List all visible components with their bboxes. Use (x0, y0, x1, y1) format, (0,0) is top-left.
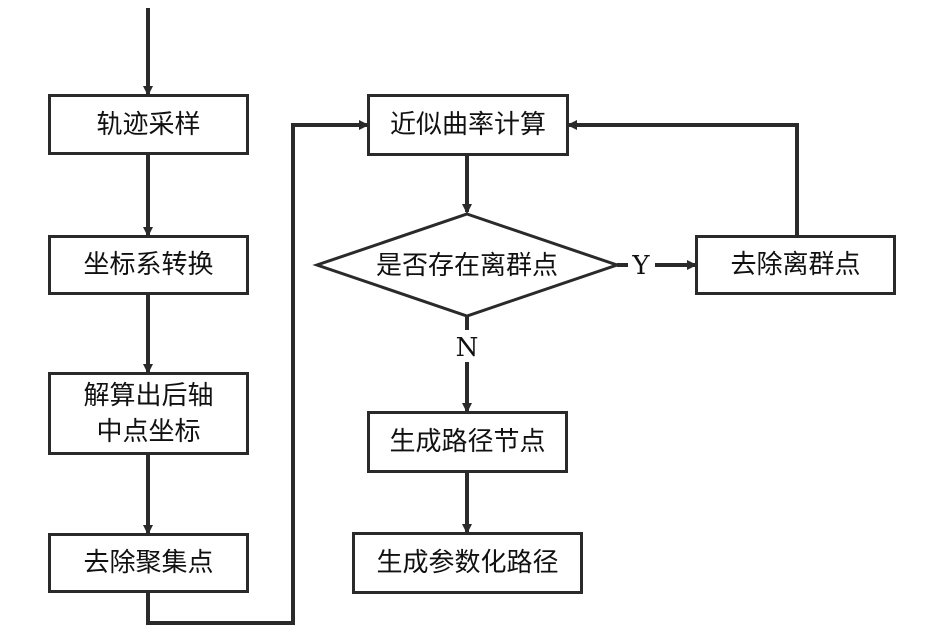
yes-label: Y (631, 251, 650, 281)
remove-cluster-points-box: 去除聚集点 (48, 533, 249, 593)
generate-param-path-label: 生成参数化路径 (376, 548, 559, 578)
arrow-remove-cluster-to-curvature (146, 120, 369, 625)
arrow-remove-outliers-to-curvature (567, 120, 799, 235)
remove-outliers-label: 去除离群点 (730, 250, 861, 280)
generate-path-nodes-box: 生成路径节点 (367, 411, 568, 473)
rear-axle-midpoint-box: 解算出后轴 中点坐标 (48, 372, 249, 455)
curvature-calc-label: 近似曲率计算 (389, 110, 546, 140)
curvature-calc-box: 近似曲率计算 (367, 94, 569, 156)
coord-transform-label: 坐标系转换 (83, 250, 214, 280)
decision-label: 是否存在离群点 (376, 251, 558, 281)
generate-param-path-box: 生成参数化路径 (352, 532, 583, 594)
no-label: N (456, 333, 479, 363)
trajectory-sampling-box: 轨迹采样 (48, 94, 249, 155)
remove-outliers-box: 去除离群点 (695, 235, 896, 295)
generate-path-nodes-label: 生成路径节点 (389, 427, 546, 457)
coord-transform-box: 坐标系转换 (48, 235, 249, 295)
rear-axle-label-line1: 解算出后轴 (83, 380, 214, 411)
trajectory-sampling-label: 轨迹采样 (96, 109, 201, 140)
remove-cluster-points-label: 去除聚集点 (83, 548, 214, 578)
rear-axle-label-line2: 中点坐标 (96, 416, 201, 447)
